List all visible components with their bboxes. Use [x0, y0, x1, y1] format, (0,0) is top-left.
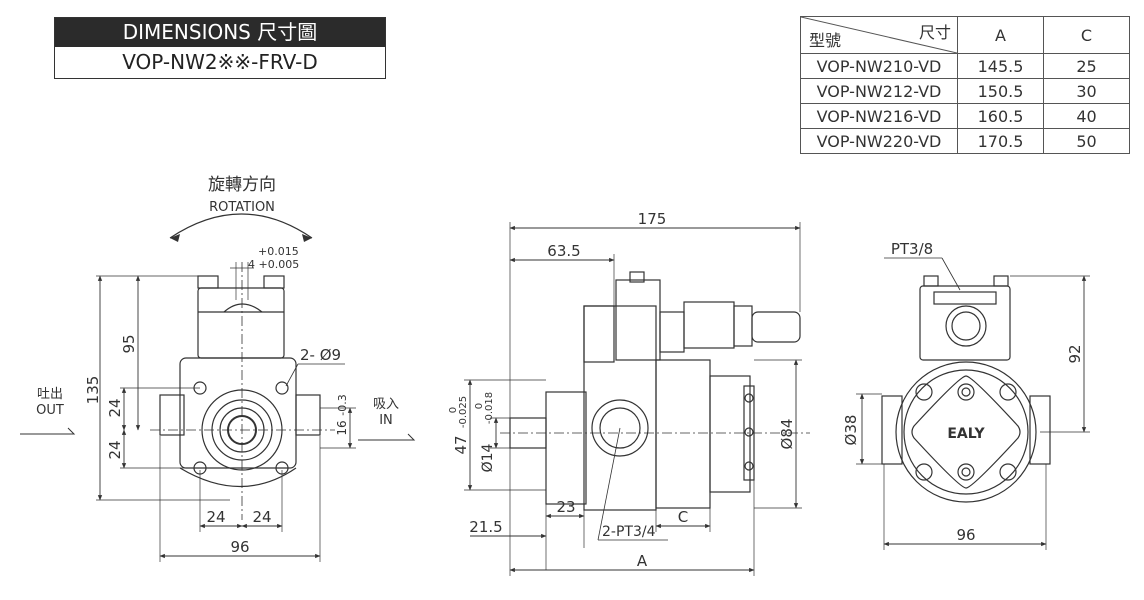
- dim-24-right: 24: [252, 508, 271, 526]
- dim-c: C: [678, 508, 688, 526]
- bolt-icon: [957, 383, 975, 401]
- dim-63-5: 63.5: [547, 242, 580, 260]
- dim-14-tol-b: -0.018: [484, 392, 495, 424]
- front-view: [20, 213, 416, 562]
- pt34-port: [591, 399, 649, 457]
- title-main: DIMENSIONS 尺寸圖: [55, 18, 385, 47]
- dim-d84: Ø84: [778, 419, 796, 450]
- bolt-hole: [275, 381, 289, 395]
- table-cell-c: 50: [1043, 128, 1130, 154]
- title-block: DIMENSIONS 尺寸圖 VOP-NW2※※-FRV-D: [54, 17, 386, 79]
- out-arrow-icon: [20, 427, 76, 435]
- dim-135: 135: [84, 376, 102, 405]
- front-flange: [545, 391, 587, 505]
- header-model-label: 型號: [809, 31, 842, 50]
- table-cell-model: VOP-NW220-VD: [800, 128, 958, 154]
- table-header-a: A: [957, 16, 1044, 54]
- table-cell-model: VOP-NW216-VD: [800, 103, 958, 129]
- rear-top-block: [919, 285, 1011, 361]
- rear-view: [856, 257, 1090, 550]
- pt34-port-label: 2-PT3/4: [602, 524, 656, 540]
- dim-175: 175: [638, 210, 667, 228]
- rear-housing: [655, 359, 711, 509]
- in-cn-label: 吸入: [373, 397, 399, 412]
- table-cell-a: 170.5: [957, 128, 1044, 154]
- table-row: VOP-NW212-VD 150.5 30: [800, 78, 1130, 104]
- table-cell-a: 150.5: [957, 78, 1044, 104]
- bolt-icon: [999, 463, 1017, 481]
- dim-24-lower: 24: [106, 440, 124, 459]
- dim-96-rear: 96: [956, 526, 975, 544]
- diagonal-line: [801, 17, 957, 53]
- table-row: VOP-NW220-VD 170.5 50: [800, 128, 1130, 154]
- dim-14-tol-a: 0: [474, 403, 485, 409]
- table-cell-a: 145.5: [957, 53, 1044, 79]
- header-dimension-label: 尺寸: [918, 23, 951, 42]
- table-cell-model: VOP-NW210-VD: [800, 53, 958, 79]
- dim-24-upper: 24: [106, 398, 124, 417]
- dim-16-tolerance: -0.3: [336, 394, 349, 415]
- bolt-icon: [915, 463, 933, 481]
- rotation-cn-label: 旋轉方向: [208, 175, 276, 195]
- dim-16: 16: [335, 420, 349, 435]
- dim-95: 95: [120, 334, 138, 353]
- side-view: [464, 222, 810, 576]
- relief-valve: [659, 311, 685, 353]
- tolerance-main: 4 +0.005: [248, 258, 299, 271]
- dim-21-5: 21.5: [469, 518, 502, 536]
- pt38-port: [945, 305, 987, 347]
- pt38-port-label: PT3/8: [891, 240, 933, 258]
- dim-23: 23: [556, 498, 575, 516]
- out-en-label: OUT: [36, 403, 64, 418]
- table-row: VOP-NW210-VD 145.5 25: [800, 53, 1130, 79]
- out-cn-label: 吐出: [37, 387, 63, 402]
- table-cell-c: 30: [1043, 78, 1130, 104]
- rotation-en-label: ROTATION: [209, 200, 275, 215]
- bolt-icon: [915, 383, 933, 401]
- bolt-icon: [999, 383, 1017, 401]
- dim-d38: Ø38: [842, 415, 860, 446]
- in-en-label: IN: [379, 413, 393, 428]
- in-arrow-icon: [358, 433, 416, 441]
- brand-logo-text: EALY: [947, 426, 985, 442]
- dim-92: 92: [1066, 344, 1084, 363]
- bolt-icon: [957, 463, 975, 481]
- rotation-arrow: [169, 213, 313, 239]
- dim-47-tol-a: 0: [448, 407, 459, 413]
- dim-47: 47: [452, 435, 470, 454]
- rear-cover-circle: [895, 361, 1037, 503]
- dim-47-tol-b: -0.025: [458, 396, 469, 428]
- dim-96-front: 96: [230, 538, 249, 556]
- dimension-table: 尺寸 型號 A C VOP-NW210-VD 145.5 25 VOP-NW21…: [800, 16, 1130, 154]
- tolerance-upper: +0.015: [258, 245, 299, 258]
- dim-d14: Ø14: [480, 443, 496, 472]
- bolt-hole-label: 2- Ø9: [300, 346, 341, 364]
- table-row: VOP-NW216-VD 160.5 40: [800, 103, 1130, 129]
- dim-24-left: 24: [206, 508, 225, 526]
- pump-upper-block: [197, 287, 285, 359]
- dim-a: A: [637, 552, 648, 570]
- title-model: VOP-NW2※※-FRV-D: [122, 50, 318, 74]
